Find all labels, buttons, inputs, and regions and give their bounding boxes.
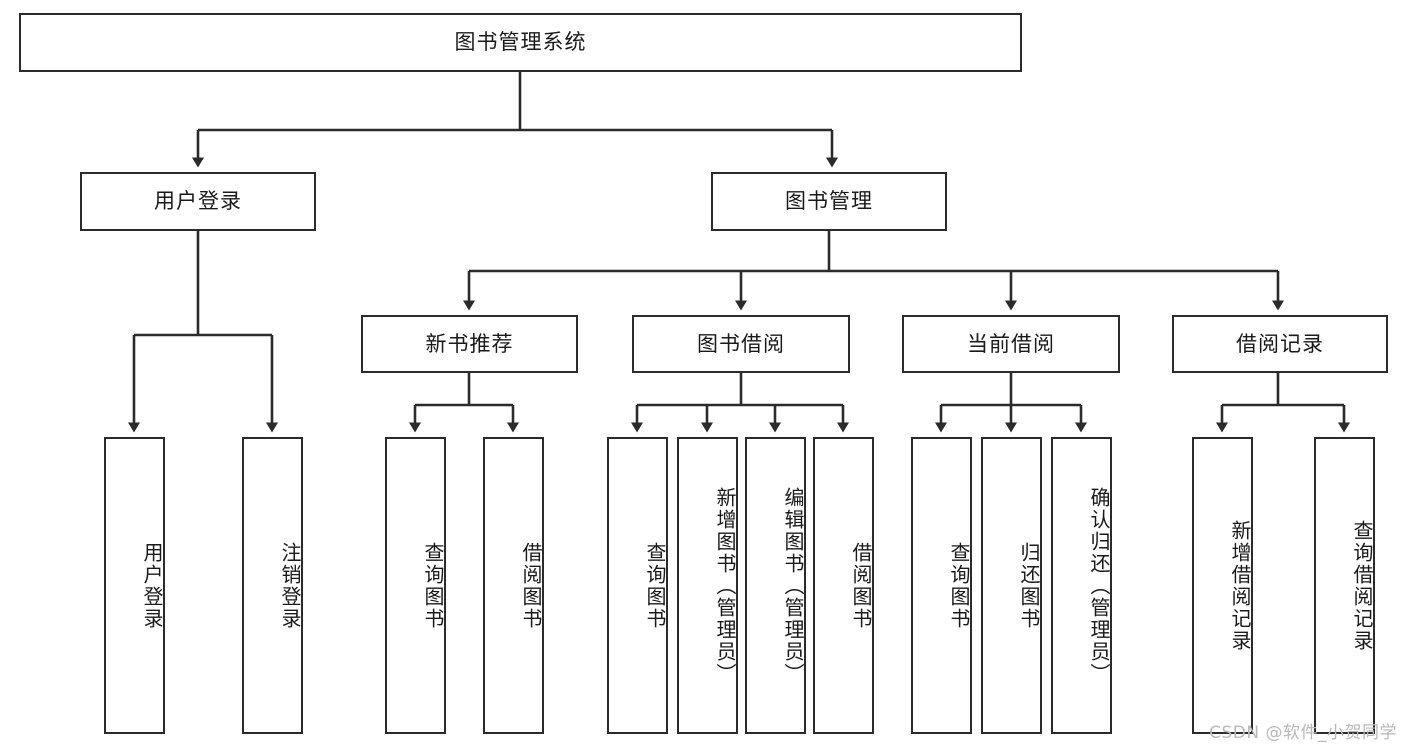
leaf-borrow-book[interactable]: 借阅图书	[813, 437, 874, 734]
node-label: 查询图书	[421, 541, 445, 630]
node-borrow-record[interactable]: 借阅记录	[1172, 315, 1388, 373]
node-label: 用户登录	[140, 541, 164, 630]
node-user-login[interactable]: 用户登录	[80, 172, 316, 231]
node-book-management[interactable]: 图书管理	[711, 172, 947, 231]
node-label: 注销登录	[278, 541, 302, 630]
leaf-confirm-return-admin[interactable]: 确认归还（管理员）	[1051, 437, 1112, 734]
leaf-edit-book-admin[interactable]: 编辑图书（管理员）	[745, 437, 806, 734]
node-label: 新增借阅记录	[1228, 519, 1252, 652]
node-book-borrow[interactable]: 图书借阅	[632, 315, 850, 373]
node-label: 新书推荐	[425, 331, 514, 356]
node-label: 图书管理系统	[454, 30, 587, 55]
leaf-query-book-current[interactable]: 查询图书	[911, 437, 972, 734]
node-label: 编辑图书（管理员）	[781, 486, 805, 685]
node-label: 用户登录	[154, 189, 242, 214]
node-label: 当前借阅	[967, 331, 1055, 356]
leaf-return-book[interactable]: 归还图书	[981, 437, 1042, 734]
node-label: 新增图书（管理员）	[713, 486, 737, 685]
leaf-user-login[interactable]: 用户登录	[104, 437, 165, 734]
watermark-text: CSDN @软件_小贺同学	[1209, 723, 1397, 743]
node-label: 借阅图书	[849, 541, 873, 630]
node-new-book-recommendation[interactable]: 新书推荐	[361, 315, 578, 373]
leaf-add-book-admin[interactable]: 新增图书（管理员）	[677, 437, 738, 734]
node-label: 借阅记录	[1236, 331, 1324, 356]
node-label: 确认归还（管理员）	[1087, 486, 1111, 685]
node-label: 归还图书	[1017, 541, 1041, 630]
leaf-borrow-book-recommendation[interactable]: 借阅图书	[483, 437, 544, 734]
leaf-query-book-borrow[interactable]: 查询图书	[607, 437, 668, 734]
node-label: 借阅图书	[519, 541, 543, 630]
node-label: 查询图书	[643, 541, 667, 630]
node-root-book-management-system[interactable]: 图书管理系统	[19, 13, 1022, 72]
leaf-query-book-recommendation[interactable]: 查询图书	[385, 437, 446, 734]
node-label: 查询借阅记录	[1350, 519, 1374, 652]
leaf-logout[interactable]: 注销登录	[242, 437, 303, 734]
leaf-add-borrow-record[interactable]: 新增借阅记录	[1192, 437, 1253, 734]
node-label: 查询图书	[947, 541, 971, 630]
leaf-query-borrow-record[interactable]: 查询借阅记录	[1314, 437, 1375, 734]
node-current-borrow[interactable]: 当前借阅	[902, 315, 1120, 373]
node-label: 图书管理	[785, 189, 873, 214]
node-label: 图书借阅	[697, 331, 785, 356]
